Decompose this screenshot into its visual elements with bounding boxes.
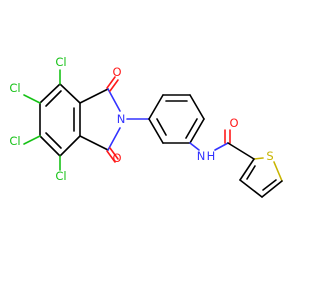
oxygen-label-imide-bottom: O (112, 151, 121, 165)
molecule-structure: Cl Cl Cl Cl O O O N N H S (9, 55, 283, 198)
imide-ring (79, 88, 121, 151)
nitrogen-label-amide: N (197, 149, 206, 163)
thiophene-ring (239, 157, 283, 198)
phenyl-ring (148, 94, 205, 144)
chlorine-bonds (23, 69, 61, 171)
imide-carbonyl-bonds (106, 76, 119, 163)
oxygen-label-amide: O (229, 116, 238, 130)
chlorine-label-upper-left: Cl (9, 81, 20, 95)
chlorine-label-bottom: Cl (55, 169, 66, 183)
chlorine-label-top: Cl (55, 55, 66, 69)
sulfur-label-thiophene: S (266, 149, 273, 163)
tetrachloro-benzene-ring (39, 83, 81, 157)
amide-linkage (189, 129, 255, 160)
atom-labels: Cl Cl Cl Cl O O O N N H S (9, 55, 273, 183)
chlorine-label-lower-left: Cl (9, 134, 20, 148)
nitrogen-label-imide: N (117, 112, 126, 126)
hydrogen-label-amide: H (207, 149, 216, 163)
oxygen-label-imide-top: O (112, 65, 121, 79)
